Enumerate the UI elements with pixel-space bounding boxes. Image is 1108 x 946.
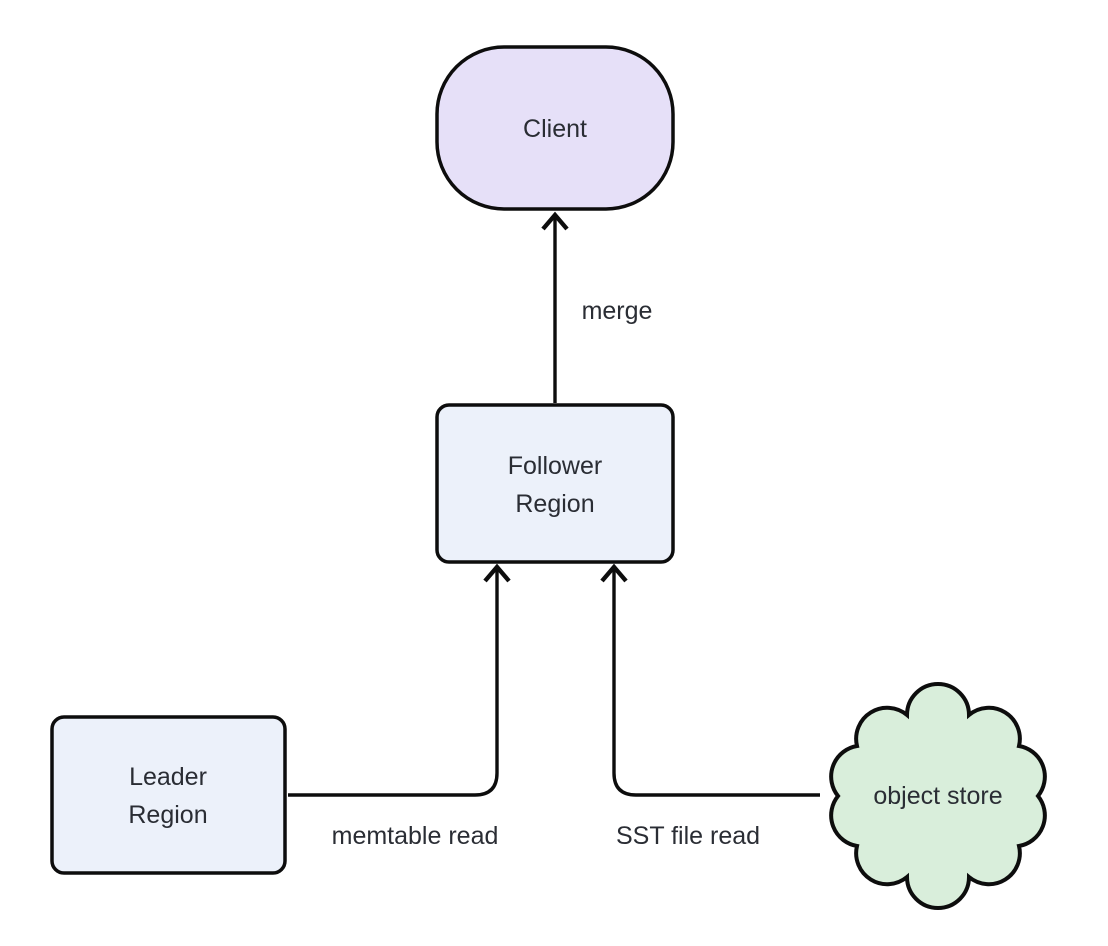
arrowhead-up-icon bbox=[541, 211, 569, 231]
leader-region-node: Leader Region bbox=[50, 715, 287, 875]
follower-region-shape bbox=[435, 403, 675, 564]
client-node-label: Client bbox=[523, 115, 587, 143]
arrowhead-up-icon bbox=[483, 563, 511, 583]
client-node: Client bbox=[435, 45, 675, 211]
leader-region-shape bbox=[50, 715, 287, 875]
object-store-node: object store bbox=[829, 682, 1047, 910]
edge-objectstore-to-follower: SST file read bbox=[600, 563, 820, 850]
leader-region-label-line1: Leader bbox=[129, 763, 207, 791]
edge-follower-to-client: merge bbox=[541, 211, 653, 403]
edge-sst-line bbox=[612, 570, 820, 797]
leader-region-label-line2: Region bbox=[128, 801, 207, 829]
follower-region-label-line2: Region bbox=[515, 490, 594, 518]
edge-sst-label: SST file read bbox=[616, 822, 760, 850]
cloud-icon bbox=[829, 682, 1047, 910]
object-store-label: object store bbox=[873, 782, 1002, 810]
edge-merge-label: merge bbox=[582, 297, 653, 325]
arrowhead-up-icon bbox=[600, 563, 628, 583]
edge-memtable-line bbox=[288, 570, 499, 797]
client-node-shape bbox=[435, 45, 675, 211]
follower-region-label-line1: Follower bbox=[508, 452, 602, 480]
follower-region-node: Follower Region bbox=[435, 403, 675, 564]
edge-memtable-label: memtable read bbox=[332, 822, 499, 850]
edge-leader-to-follower: memtable read bbox=[288, 563, 511, 850]
